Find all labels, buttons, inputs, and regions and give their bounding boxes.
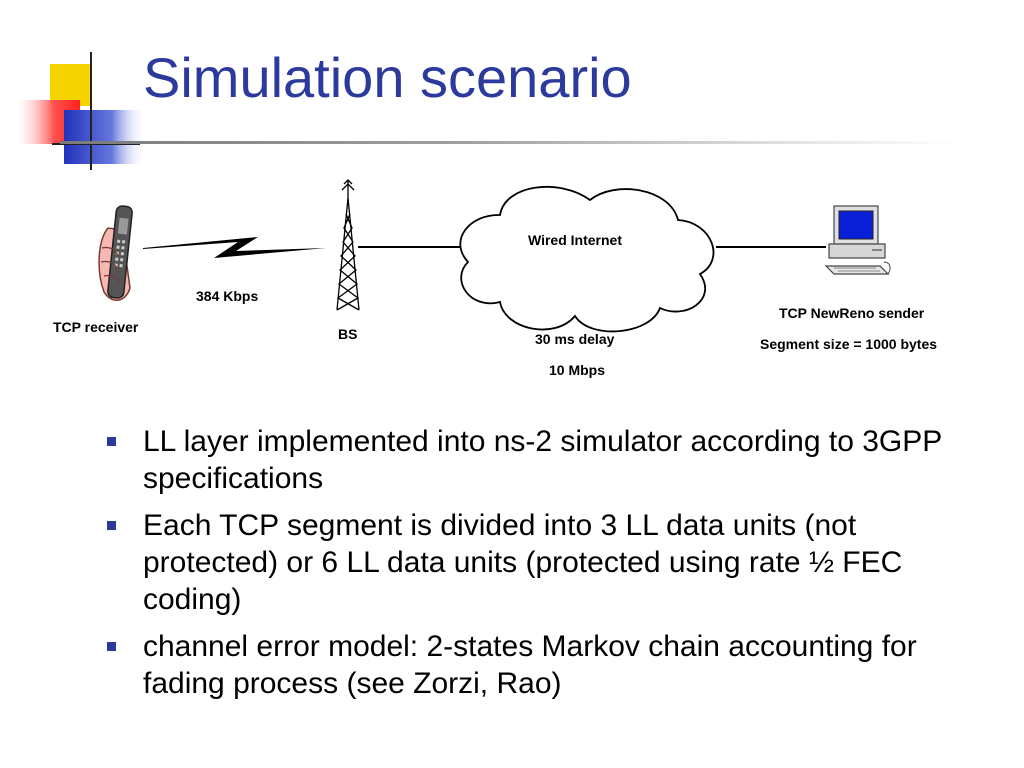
wired-rate-label: 10 Mbps <box>549 362 606 378</box>
bullet-square-icon <box>107 642 116 651</box>
sender-label: TCP NewReno sender <box>779 305 925 321</box>
bullet-text: channel error model: 2-states Markov cha… <box>143 630 917 700</box>
bullet-square-icon <box>107 521 116 530</box>
corner-logo-graphic <box>16 52 144 170</box>
network-diagram <box>98 179 891 333</box>
desktop-computer-icon <box>824 205 891 275</box>
cloud-icon <box>459 185 715 333</box>
tcp-receiver-label: TCP receiver <box>53 319 139 335</box>
bullet-item: LL layer implemented into ns-2 simulator… <box>100 423 960 497</box>
title-underline <box>60 141 960 144</box>
logo-yellow-square <box>50 64 92 106</box>
slide-title: Simulation scenario <box>143 46 632 109</box>
segment-size-label: Segment size = 1000 bytes <box>760 336 938 352</box>
antenna-tower-icon <box>336 179 360 311</box>
bullet-list: LL layer implemented into ns-2 simulator… <box>100 423 960 712</box>
bullet-item: Each TCP segment is divided into 3 LL da… <box>100 507 960 618</box>
wireless-rate-label: 384 Kbps <box>196 288 259 304</box>
bullet-item: channel error model: 2-states Markov cha… <box>100 628 960 702</box>
wired-delay-label: 30 ms delay <box>535 331 615 347</box>
logo-blue-square <box>64 110 144 164</box>
base-station-label: BS <box>338 326 358 342</box>
bullet-text: Each TCP segment is divided into 3 LL da… <box>143 509 903 616</box>
lightning-bolt-icon <box>143 237 326 258</box>
mobile-phone-icon <box>98 205 133 301</box>
bullet-square-icon <box>107 437 116 446</box>
bullet-text: LL layer implemented into ns-2 simulator… <box>143 425 942 495</box>
cloud-label: Wired Internet <box>528 232 622 248</box>
